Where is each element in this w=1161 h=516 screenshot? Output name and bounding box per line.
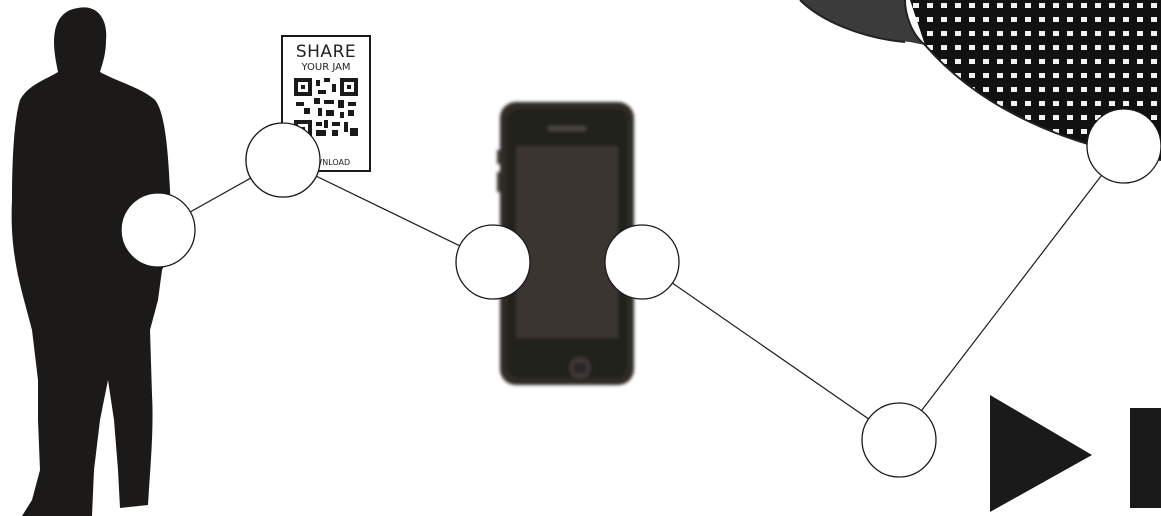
qr-code-icon[interactable] bbox=[294, 78, 358, 138]
qr-card-subtitle: YOUR JAM bbox=[283, 62, 369, 74]
node-phone-left bbox=[456, 225, 530, 299]
node-bottom bbox=[862, 403, 936, 477]
skip-next-icon[interactable] bbox=[990, 395, 1161, 512]
node-phone-right bbox=[605, 225, 679, 299]
qr-card-title: SHARE bbox=[283, 43, 369, 61]
node-person bbox=[121, 193, 195, 267]
qr-card-footer: DOWNLOAD bbox=[283, 158, 369, 168]
qr-share-card: SHARE YOUR JAM DOWNLOAD bbox=[281, 35, 371, 172]
node-speaker bbox=[1087, 109, 1161, 183]
